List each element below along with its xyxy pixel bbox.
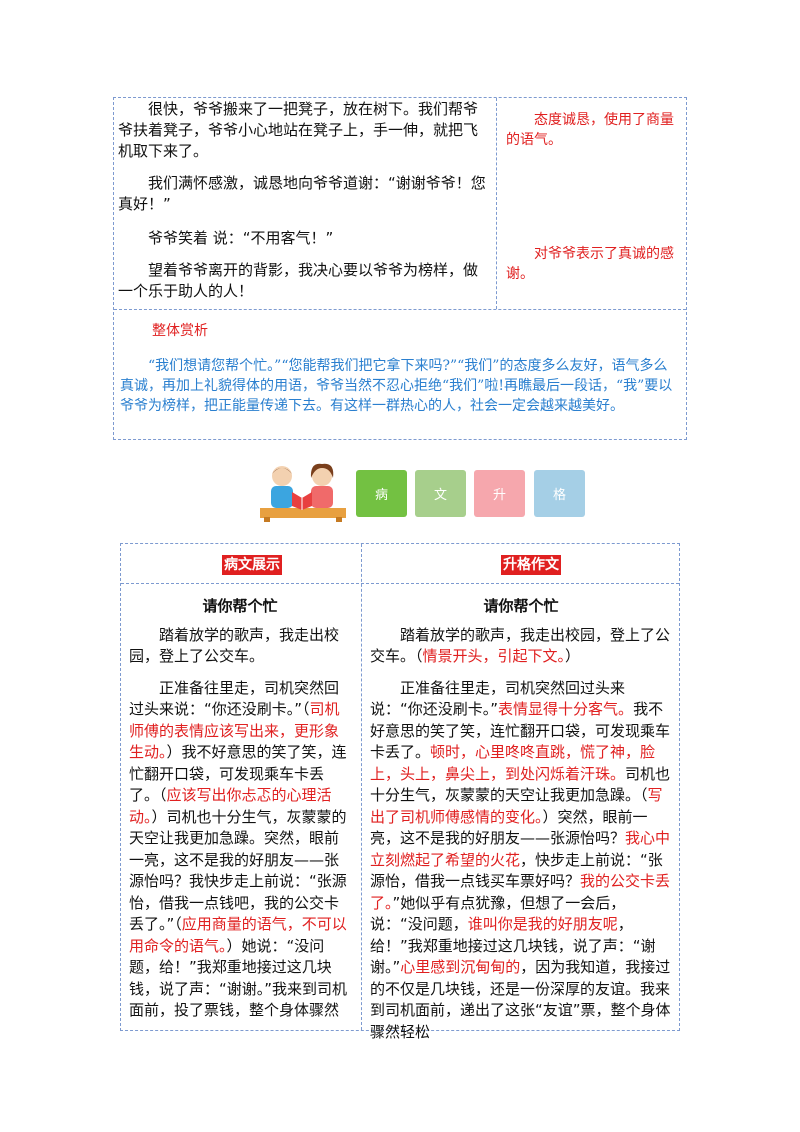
column-divider bbox=[361, 544, 362, 1030]
teacher-annotation: 谁叫你是我的好朋友呢 bbox=[467, 915, 618, 933]
table-header-row: 病文展示 升格作文 bbox=[121, 544, 679, 584]
essay-title: 请你帮个忙 bbox=[483, 597, 559, 615]
revised-essay-header: 升格作文 bbox=[501, 555, 561, 575]
story-text-cell: 很快，爷爷搬来了一把凳子，放在树下。我们帮爷爷扶着凳子，爷爷小心地站在凳子上，手… bbox=[114, 98, 497, 309]
story-paragraph: 我们满怀感激，诚恳地向爷爷道谢：“谢谢爷爷！您真好！” bbox=[118, 174, 486, 213]
revised-essay-column: 请你帮个忙 踏着放学的歌声，我走出校园，登上了公交车。（情景开头，引起下文。） … bbox=[362, 584, 680, 1043]
teacher-annotation: 顿时，心里咚咚直跳，慌了神，脸上，头上，鼻尖上，到处闪烁着汗珠。 bbox=[370, 743, 656, 783]
banner-tile: 病 bbox=[356, 470, 407, 517]
story-paragraph: 爷爷笑着 说：“不用客气！” bbox=[148, 229, 334, 247]
reading-children-illustration bbox=[260, 463, 346, 522]
overall-appreciation: 整体赏析 “我们想请您帮个忙。”“您能帮我们把它拿下来吗?”“我们”的态度多么友… bbox=[114, 310, 686, 416]
teacher-annotation: 我的公交卡丢了。 bbox=[370, 872, 671, 912]
teacher-annotation: 心里感到沉甸甸的 bbox=[400, 958, 521, 976]
margin-comment: 态度诚恳，使用了商量的语气。 bbox=[506, 112, 674, 148]
essay-text: 正准备往里走，司机突然回过头来说：“你还没刷卡。”（ bbox=[129, 678, 340, 719]
essay-text: ） bbox=[565, 647, 581, 665]
story-paragraph: 望着爷爷离开的背影，我决心要以爷爷为榜样，做一个乐于助人的人！ bbox=[118, 261, 479, 300]
story-paragraph: 很快，爷爷搬来了一把凳子，放在树下。我们帮爷爷扶着凳子，爷爷小心地站在凳子上，手… bbox=[118, 100, 479, 160]
essay-paragraph: 正准备往里走，司机突然回过头来说：“你还没刷卡。”（司机师傅的表情应该写出来，更… bbox=[129, 678, 351, 1022]
essay-text: ，因为我知道，我接过的不仅是几块钱，还是一份深厚的友谊。我来到司机面前，递出了这… bbox=[370, 958, 671, 1041]
essay-text: ”她似乎有点犹豫，但想了一会后，说：“没问题， bbox=[370, 893, 626, 934]
banner-tile: 文 bbox=[415, 470, 466, 517]
analysis-table: 很快，爷爷搬来了一把凳子，放在树下。我们帮爷爷扶着凳子，爷爷小心地站在凳子上，手… bbox=[113, 97, 687, 440]
teacher-annotation: 表情显得十分客气。 bbox=[498, 700, 634, 718]
essay-paragraph: 踏着放学的歌声，我走出校园，登上了公交车。（情景开头，引起下文。） bbox=[370, 625, 672, 668]
teacher-annotation: 司机师傅的表情应该写出来，更形象生动。 bbox=[129, 700, 340, 761]
essay-text: ）突然，眼前一亮，这不是我的好朋友——张源怡吗？ bbox=[370, 807, 648, 848]
essay-text: ，给！”我郑重地接过这几块钱，说了声：“谢谢。” bbox=[370, 915, 656, 976]
original-essay-column: 请你帮个忙 踏着放学的歌声，我走出校园，登上了公交车。 正准备往里走，司机突然回… bbox=[121, 584, 361, 1022]
essay-text: ，快步走上前说：“张源怡，借我一点钱买车票好吗？ bbox=[370, 850, 663, 891]
section-banner: 病 文 升 格 bbox=[258, 462, 608, 522]
essay-text: 踏着放学的歌声，我走出校园，登上了公交车。（ bbox=[370, 625, 671, 666]
essay-text: ）司机也十分生气，灰蒙蒙的天空让我更加急躁。突然，眼前一亮，这不是我的好朋友——… bbox=[129, 807, 347, 934]
essay-paragraph: 踏着放学的歌声，我走出校园，登上了公交车。 bbox=[129, 625, 340, 666]
essay-paragraph: 正准备往里走，司机突然回过头来说：“你还没刷卡。”表情显得十分客气。我不好意思的… bbox=[370, 678, 672, 1044]
appreciation-title: 整体赏析 bbox=[152, 323, 208, 339]
teacher-annotation: 写出了司机师傅感情的变化。 bbox=[370, 786, 663, 826]
original-essay-header: 病文展示 bbox=[222, 555, 282, 575]
essay-text: 我不好意思的笑了笑，连忙翻开口袋，可发现乘车卡丢了。 bbox=[370, 700, 671, 761]
appreciation-text: “我们想请您帮个忙。”“您能帮我们把它拿下来吗?”“我们”的态度多么友好，语气多… bbox=[120, 358, 673, 414]
teacher-annotation: 我心中立刻燃起了希望的火花 bbox=[370, 829, 671, 869]
banner-tile: 格 bbox=[534, 470, 585, 517]
essay-text: 司机也十分生气，灰蒙蒙的天空让我更加急躁。（ bbox=[370, 764, 671, 805]
essay-title: 请你帮个忙 bbox=[202, 597, 278, 615]
essay-text: ）我不好意思的笑了笑，连忙翻开口袋，可发现乘车卡丢了。（ bbox=[129, 743, 347, 804]
teacher-annotation: 情景开头，引起下文。 bbox=[422, 647, 566, 665]
banner-tile: 升 bbox=[474, 470, 525, 517]
comparison-table: 病文展示 升格作文 请你帮个忙 踏着放学的歌声，我走出校园，登上了公交车。 正准… bbox=[120, 543, 680, 1041]
teacher-annotation: 应该写出你忐忑的心理活动。 bbox=[129, 786, 332, 826]
essay-text: 正准备往里走，司机突然回过头来说：“你还没刷卡。” bbox=[370, 678, 626, 719]
text-comment-row: 很快，爷爷搬来了一把凳子，放在树下。我们帮爷爷扶着凳子，爷爷小心地站在凳子上，手… bbox=[114, 98, 686, 310]
margin-comment: 对爷爷表示了真诚的感谢。 bbox=[506, 246, 674, 282]
teacher-annotation: 应用商量的语气，不可以用命令的语气。 bbox=[129, 915, 347, 955]
essay-text: ）她说：“没问题，给！”我郑重地接过这几块钱，说了声：“谢谢。”我来到司机面前，… bbox=[129, 936, 348, 1020]
